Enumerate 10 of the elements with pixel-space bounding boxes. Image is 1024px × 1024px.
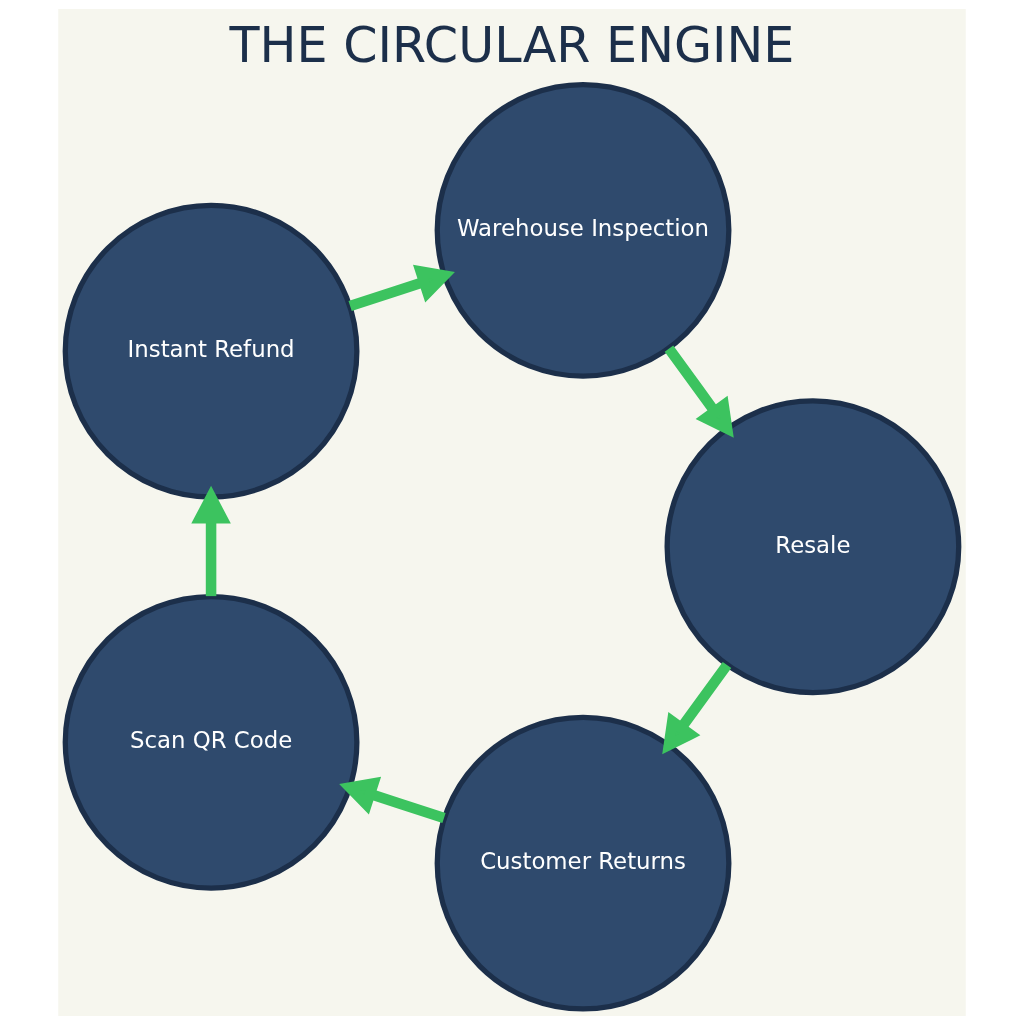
arrow [662,661,732,754]
node-circle: Instant Refund [62,202,360,500]
diagram-title: THE CIRCULAR ENGINE [229,15,795,74]
arrow [348,264,455,311]
arrow [191,485,231,596]
node-circle: Customer Returns [434,714,732,1012]
node-circle: Warehouse Inspection [434,81,732,379]
node-circle: Scan QR Code [62,593,360,891]
arrow [339,776,446,823]
arrow [664,345,734,438]
